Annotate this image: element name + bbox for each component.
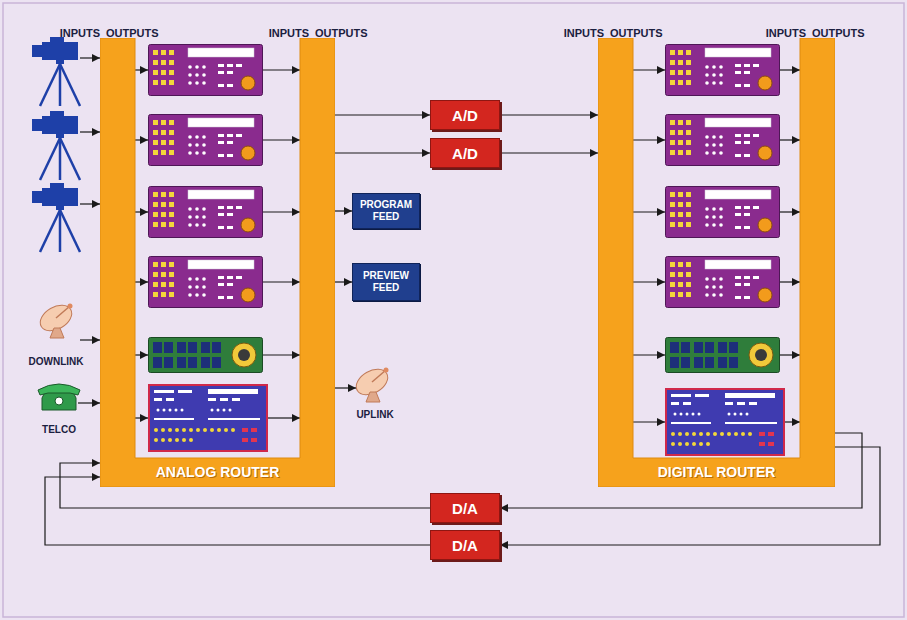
drawing-part bbox=[263, 211, 300, 212]
drawing-part bbox=[632, 69, 665, 70]
icon-label: TELCO bbox=[42, 424, 76, 435]
telco-phone bbox=[38, 384, 80, 410]
signal-wires bbox=[78, 58, 800, 422]
drawing-part bbox=[55, 397, 63, 405]
drawing-part bbox=[632, 421, 665, 422]
drawing-part bbox=[780, 69, 800, 70]
drawing-part bbox=[135, 281, 148, 282]
drawing-part bbox=[263, 281, 300, 282]
drawing-part bbox=[80, 203, 100, 204]
control-panel bbox=[666, 45, 780, 96]
control-panel bbox=[666, 115, 780, 166]
icon-label: UPLINK bbox=[356, 409, 393, 420]
node-text: DIGITAL ROUTER bbox=[658, 458, 776, 487]
port-heading: INPUTS bbox=[60, 27, 100, 39]
camera-icon bbox=[32, 111, 80, 180]
signal-connector bbox=[335, 152, 430, 153]
control-panel bbox=[149, 187, 263, 238]
drawing-part bbox=[335, 387, 356, 388]
icon-label: DOWNLINK bbox=[29, 356, 84, 367]
port-heading: OUTPUTS bbox=[610, 27, 663, 39]
drawing-part bbox=[632, 281, 665, 282]
drawing-part bbox=[268, 417, 300, 418]
drawing-part bbox=[263, 139, 300, 140]
frame bbox=[3, 3, 904, 617]
port-heading: OUTPUTS bbox=[812, 27, 865, 39]
green-panel bbox=[666, 338, 780, 373]
drawing-part bbox=[38, 384, 80, 395]
signal-connector bbox=[500, 114, 598, 115]
converter-box: A/D bbox=[430, 138, 500, 168]
switcher-panel bbox=[149, 385, 267, 451]
port-heading: OUTPUTS bbox=[106, 27, 159, 39]
drawing-part bbox=[135, 211, 148, 212]
drawing-part bbox=[80, 131, 100, 132]
drawing-part bbox=[632, 211, 665, 212]
signal-connector bbox=[335, 210, 352, 211]
camera-icon bbox=[32, 183, 80, 252]
drawing-part bbox=[263, 354, 300, 355]
port-heading: INPUTS bbox=[269, 27, 309, 39]
control-panel bbox=[666, 257, 780, 308]
downlink-dish bbox=[36, 300, 76, 338]
drawing-part bbox=[78, 402, 100, 403]
converter-box: A/D bbox=[430, 100, 500, 130]
camera-icon bbox=[32, 37, 80, 106]
drawing-part bbox=[780, 139, 800, 140]
feed-box: PROGRAM FEED bbox=[352, 193, 420, 229]
router-bars bbox=[598, 38, 835, 487]
node-text: PROGRAM FEED bbox=[357, 199, 415, 224]
drawing-part bbox=[780, 211, 800, 212]
drawing-part bbox=[135, 69, 148, 70]
control-panel bbox=[666, 187, 780, 238]
signal-connector bbox=[335, 114, 430, 115]
router-band: ANALOG ROUTER bbox=[100, 38, 335, 487]
node-text: A/D bbox=[452, 145, 478, 162]
router-bars bbox=[100, 38, 335, 487]
port-heading: INPUTS bbox=[766, 27, 806, 39]
drawing-part bbox=[780, 281, 800, 282]
converter-box: D/A bbox=[430, 530, 500, 560]
drawing-part bbox=[135, 354, 148, 355]
signal-connector bbox=[45, 477, 430, 545]
node-text: D/A bbox=[452, 500, 478, 517]
control-panel bbox=[149, 257, 263, 308]
control-panel bbox=[149, 115, 263, 166]
signal-connector bbox=[335, 281, 352, 282]
port-heading: OUTPUTS bbox=[315, 27, 368, 39]
drawing-part bbox=[780, 354, 800, 355]
converter-box: D/A bbox=[430, 493, 500, 523]
drawing-part bbox=[135, 417, 148, 418]
signal-connector bbox=[500, 152, 598, 153]
node-text: PREVIEW FEED bbox=[357, 270, 415, 295]
node-text: A/D bbox=[452, 107, 478, 124]
router-band: DIGITAL ROUTER bbox=[598, 38, 835, 487]
control-panel bbox=[149, 45, 263, 96]
feed-box: PREVIEW FEED bbox=[352, 263, 420, 301]
drawing-part bbox=[80, 339, 100, 340]
drawing-part bbox=[263, 69, 300, 70]
switcher-panel bbox=[666, 389, 784, 455]
green-panel bbox=[149, 338, 263, 373]
port-heading: INPUTS bbox=[564, 27, 604, 39]
drawing-part bbox=[785, 421, 800, 422]
drawing-part bbox=[135, 139, 148, 140]
drawing-part bbox=[632, 354, 665, 355]
router-shape bbox=[100, 38, 335, 487]
node-text: ANALOG ROUTER bbox=[156, 458, 280, 487]
node-text: D/A bbox=[452, 537, 478, 554]
router-shape bbox=[598, 38, 835, 487]
drawing-part bbox=[632, 139, 665, 140]
uplink-dish bbox=[352, 364, 392, 402]
drawing-part bbox=[80, 57, 100, 58]
